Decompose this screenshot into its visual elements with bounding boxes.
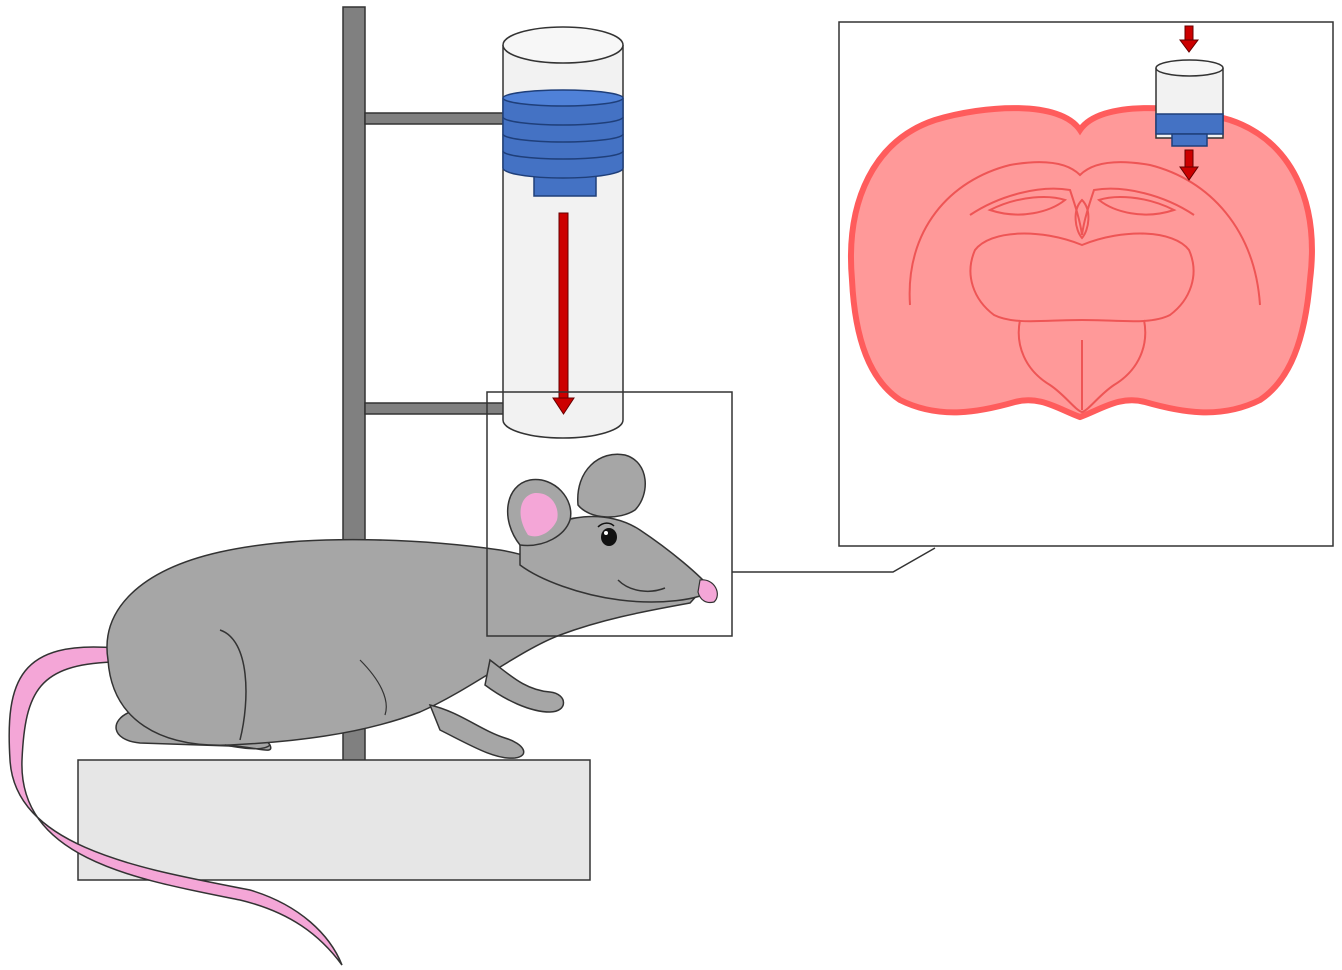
brain-section-icon [851, 108, 1312, 417]
zoom-connector-line [732, 548, 935, 572]
brain-inset-panel [839, 22, 1333, 546]
impactor-icon [1156, 60, 1223, 146]
platform-block [78, 760, 590, 880]
